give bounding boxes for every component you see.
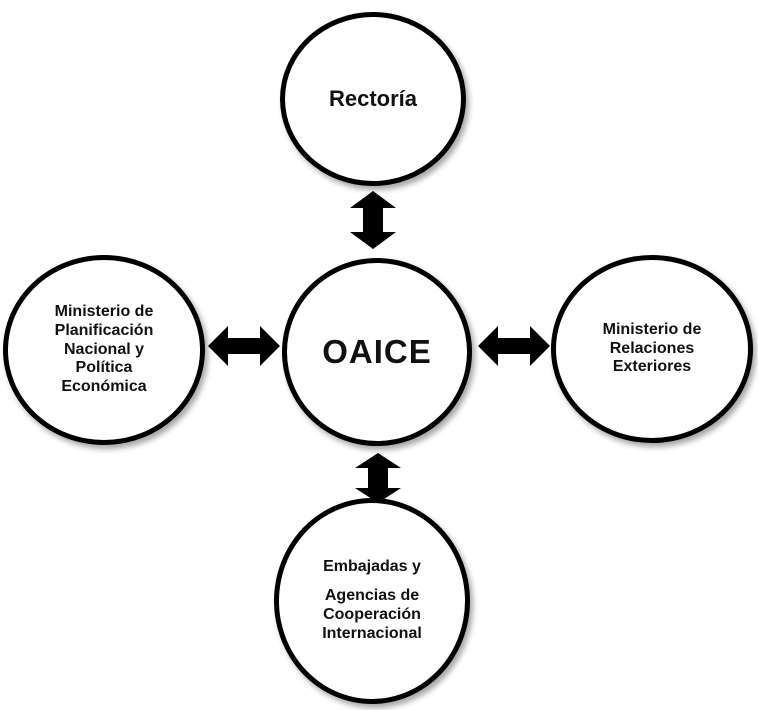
double-arrow-icon: [478, 326, 550, 366]
node-label-line: Económica: [61, 378, 147, 396]
double-arrow-icon: [208, 326, 280, 366]
node-label: OAICE: [322, 332, 432, 370]
node-label-line: Internacional: [322, 624, 422, 642]
node-label-line: Planificación: [54, 321, 154, 339]
node-label-line: Embajadas y: [323, 558, 421, 576]
node-ministerio-planificacion: Ministerio de Planificación Nacional y P…: [3, 255, 205, 445]
node-label: Rectoría: [328, 86, 418, 112]
double-arrow-icon: [350, 191, 396, 249]
node-ministerio-relaciones: Ministerio de Relaciones Exteriores: [551, 255, 753, 443]
double-arrow-icon: [355, 453, 401, 503]
node-label-line: Ministerio de: [54, 302, 154, 320]
node-label-line: Cooperación: [323, 606, 421, 623]
node-label-line: Relaciones: [609, 339, 695, 357]
node-oaice: OAICE: [282, 258, 472, 446]
node-embajadas-agencias: Embajadas y Agencias de Cooperación Inte…: [274, 498, 470, 704]
node-label-line: Nacional y: [63, 340, 145, 358]
node-label-line: Exteriores: [612, 358, 692, 376]
node-label-line: Ministerio de: [602, 320, 702, 338]
node-rectoria: Rectoría: [280, 12, 466, 186]
node-label-line: Agencias de: [324, 587, 420, 605]
node-label-line: Política: [75, 359, 133, 377]
